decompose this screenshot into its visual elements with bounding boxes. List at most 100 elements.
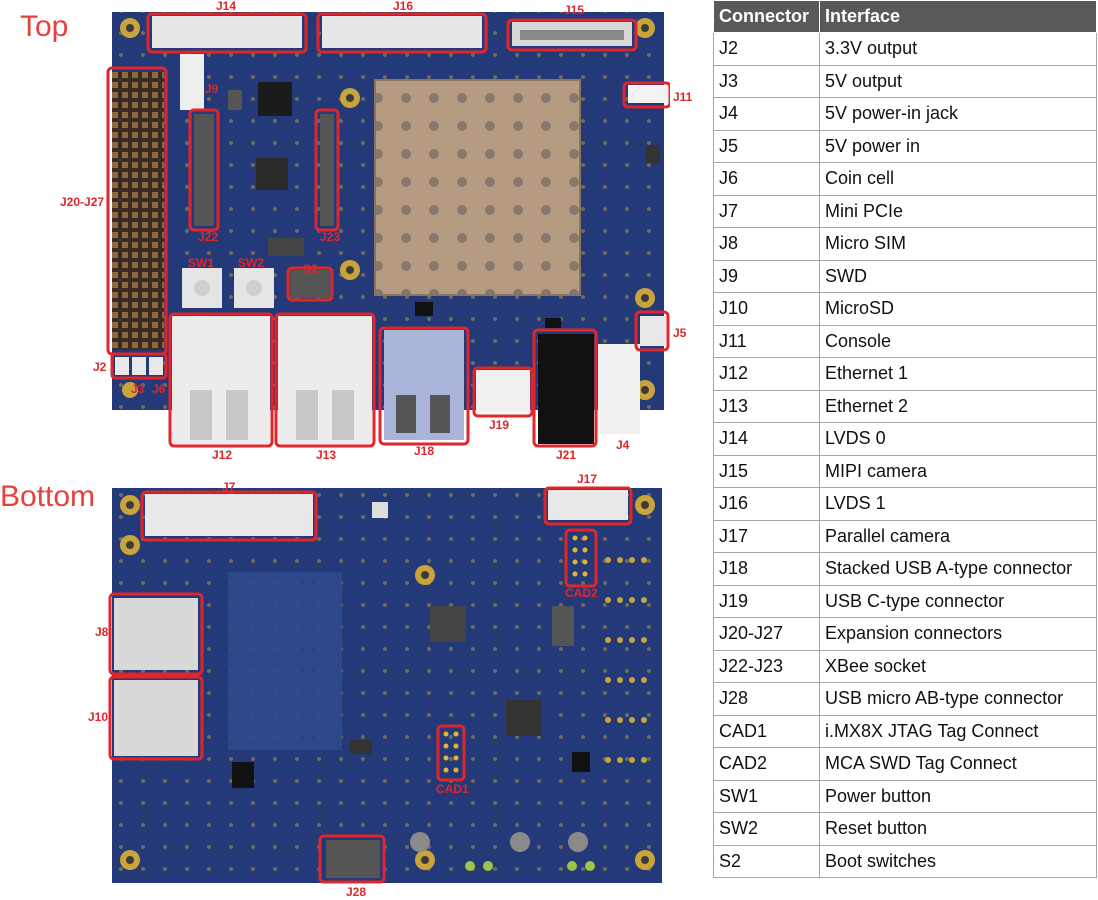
label-j2: J2: [93, 360, 107, 374]
interface-cell: Ethernet 2: [819, 389, 1097, 423]
connector-cell: J12: [713, 357, 820, 391]
interface-cell: Reset button: [819, 812, 1097, 846]
label-sw2: SW2: [238, 256, 265, 270]
connector-cell: J5: [713, 129, 820, 163]
interface-cell: SWD: [819, 259, 1097, 293]
connector-cell: J18: [713, 552, 820, 586]
label-j14: J14: [216, 0, 237, 13]
callout-layer: J14 J16 J15 J11 J20-J27 J22 J23 SW1 SW2 …: [60, 0, 692, 899]
table-header-row: Connector Interface: [713, 0, 1097, 33]
label-j10: J10: [88, 710, 109, 724]
top-board-diagram: [106, 12, 670, 448]
interface-cell: LVDS 1: [819, 487, 1097, 521]
connector-cell: J19: [713, 584, 820, 618]
connector-cell: J20-J27: [713, 617, 820, 651]
connector-cell: J15: [713, 454, 820, 488]
ic-chip: [258, 82, 292, 116]
interface-cell: Stacked USB A-type connector: [819, 552, 1097, 586]
connector-cell: SW1: [713, 779, 820, 813]
interface-cell: Console: [819, 324, 1097, 358]
label-j13: J13: [316, 448, 337, 462]
connector-cell: J22-J23: [713, 649, 820, 683]
interface-cell: LVDS 0: [819, 422, 1097, 456]
interface-cell: 5V power in: [819, 129, 1097, 163]
interface-cell: USB C-type connector: [819, 584, 1097, 618]
interface-cell: Parallel camera: [819, 519, 1097, 553]
interface-cell: Expansion connectors: [819, 617, 1097, 651]
label-j9: J9: [205, 82, 219, 96]
connector-cell: J11: [713, 324, 820, 358]
interface-cell: Boot switches: [819, 844, 1097, 878]
interface-cell: USB micro AB-type connector: [819, 682, 1097, 716]
interface-cell: Coin cell: [819, 162, 1097, 196]
connector-cell: CAD1: [713, 714, 820, 748]
label-j15: J15: [564, 3, 585, 17]
label-j22: J22: [198, 230, 219, 244]
connector-cell: SW2: [713, 812, 820, 846]
label-j23: J23: [320, 230, 341, 244]
label-j16: J16: [393, 0, 414, 13]
label-j6: J6: [152, 382, 166, 396]
connector-cell: J10: [713, 292, 820, 326]
bottom-view-label: Bottom: [0, 480, 96, 513]
connector-cell: J2: [713, 32, 820, 66]
connector-cell: J8: [713, 227, 820, 261]
label-j21: J21: [556, 448, 577, 462]
connector-cell: J13: [713, 389, 820, 423]
label-j28: J28: [346, 885, 367, 899]
connector-cell: J17: [713, 519, 820, 553]
label-j7: J7: [222, 480, 236, 494]
label-j17: J17: [577, 472, 598, 486]
label-cad1: CAD1: [436, 782, 469, 796]
connector-cell: CAD2: [713, 747, 820, 781]
column-header-connector: Connector: [713, 0, 820, 33]
label-j12: J12: [212, 448, 233, 462]
connector-cell: J14: [713, 422, 820, 456]
connector-outlines: [106, 12, 670, 448]
label-sw1: SW1: [188, 256, 215, 270]
connector-cell: J7: [713, 194, 820, 228]
connector-cell: J28: [713, 682, 820, 716]
interface-cell: Power button: [819, 779, 1097, 813]
connector-cell: J16: [713, 487, 820, 521]
bottom-board-diagram: [108, 486, 662, 884]
interface-cell: 5V power-in jack: [819, 97, 1097, 131]
label-j8: J8: [95, 625, 109, 639]
interface-cell: XBee socket: [819, 649, 1097, 683]
interface-cell: Ethernet 1: [819, 357, 1097, 391]
interface-cell: Micro SIM: [819, 227, 1097, 261]
mounting-holes: [120, 18, 655, 400]
connector-cell: J4: [713, 97, 820, 131]
label-j4: J4: [616, 438, 630, 452]
top-view-label: Top: [20, 10, 69, 43]
connector-cell: S2: [713, 844, 820, 878]
label-s2: S2: [303, 262, 318, 276]
ic-chip: [256, 158, 288, 190]
interface-cell: 5V output: [819, 64, 1097, 98]
label-j19: J19: [489, 418, 510, 432]
label-j20-j27: J20-J27: [60, 195, 105, 209]
interface-cell: i.MX8X JTAG Tag Connect: [819, 714, 1097, 748]
